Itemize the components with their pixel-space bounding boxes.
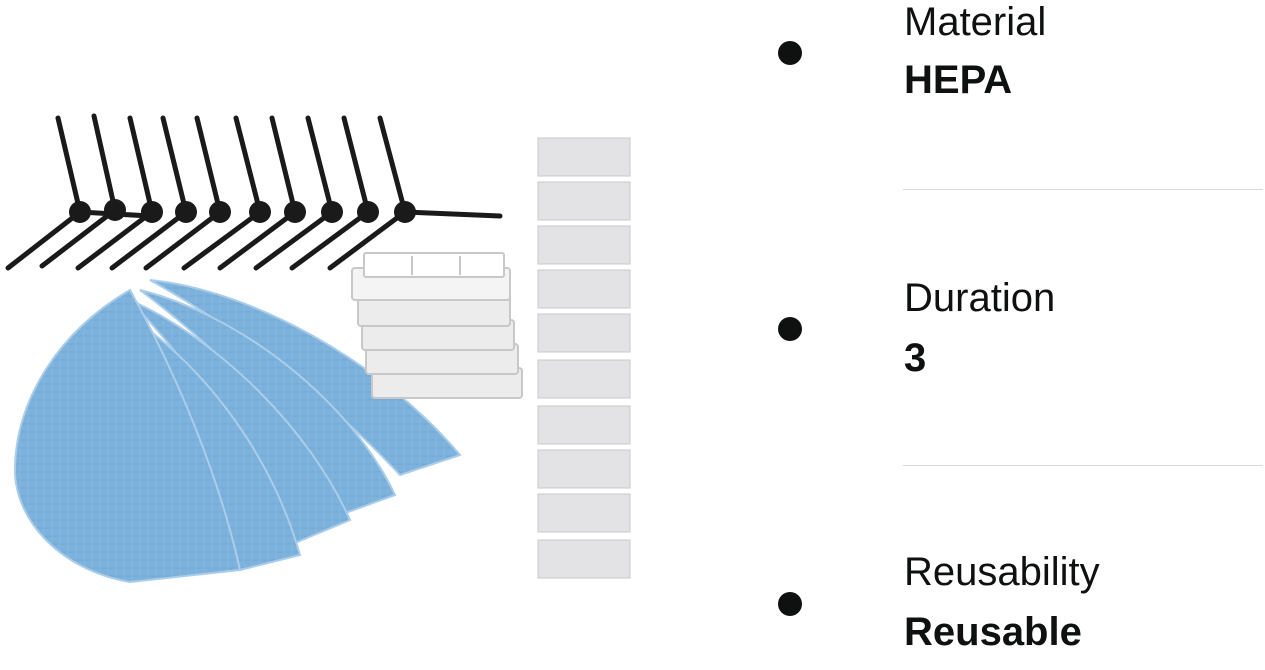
product-image: [0, 100, 640, 640]
mop-pads: [13, 279, 462, 584]
spec-label: Duration: [904, 276, 1056, 320]
spec-material: Material HEPA: [760, 0, 1265, 120]
spec-reusability: Reusability Reusable: [760, 550, 1265, 670]
adhesive-tapes: [537, 137, 631, 579]
divider: [903, 465, 1263, 466]
side-brushes: [5, 113, 503, 271]
divider: [903, 189, 1263, 190]
spec-duration: Duration 3: [760, 276, 1265, 396]
spec-label: Reusability: [904, 550, 1100, 594]
hepa-filters: [351, 252, 523, 399]
bullet-icon: [778, 592, 802, 616]
spec-value: HEPA: [904, 58, 1013, 102]
spec-value: 3: [904, 336, 927, 380]
specs-list: Material HEPA Duration 3 Reusability Reu…: [760, 0, 1265, 654]
spec-label: Material: [904, 0, 1047, 44]
spec-value: Reusable: [904, 610, 1082, 654]
bullet-icon: [778, 41, 802, 65]
bullet-icon: [778, 317, 802, 341]
